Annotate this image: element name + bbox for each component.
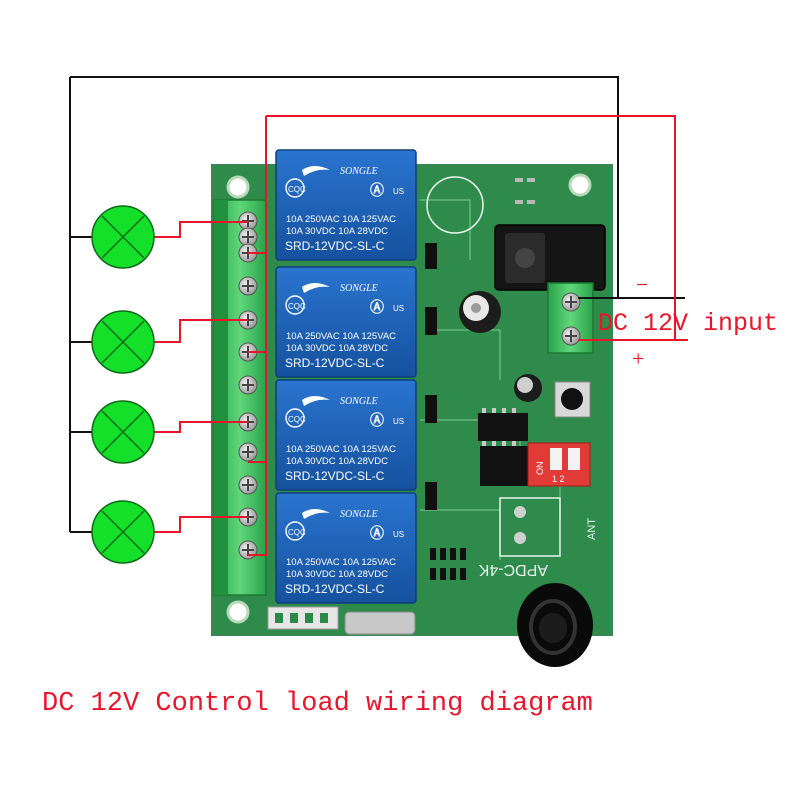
ul-logo-icon: Ⓐ xyxy=(370,412,384,428)
antenna-label: ANT xyxy=(586,518,598,540)
screw-terminal-icon[interactable] xyxy=(238,475,258,495)
lamp-x-icon xyxy=(91,400,155,464)
screw-terminal-icon[interactable] xyxy=(238,227,258,247)
lamp-group xyxy=(91,205,155,564)
output-terminal-block xyxy=(213,199,267,596)
relay-ul-mark: US xyxy=(393,530,404,539)
relay-model: SRD-12VDC-SL-C xyxy=(285,239,385,253)
negative-terminal-label: − xyxy=(636,272,649,297)
dc-jack xyxy=(494,224,606,291)
relay-cert-mark: CQC xyxy=(288,528,306,537)
relay-brand: SONGLE xyxy=(340,166,378,177)
screw-terminal-icon[interactable] xyxy=(238,442,258,462)
board-model-label: APDC-4K xyxy=(478,561,548,578)
red-wire xyxy=(154,115,688,556)
relay-ul-mark: US xyxy=(393,417,404,426)
lamp-x-icon xyxy=(91,205,155,269)
diagram-caption: DC 12V Control load wiring diagram xyxy=(42,689,593,719)
screw-terminal-icon[interactable] xyxy=(238,540,258,560)
relay-brand: SONGLE xyxy=(340,283,378,294)
dc-input-label: DC 12V input xyxy=(598,309,779,338)
relay-brand: SONGLE xyxy=(340,396,378,407)
buzzer xyxy=(426,176,484,234)
screw-terminal-icon[interactable] xyxy=(238,276,258,296)
ul-logo-icon: Ⓐ xyxy=(370,525,384,541)
smd-components xyxy=(425,243,466,580)
relay-rating-1: 10A 250VAC 10A 125VAC xyxy=(286,331,396,342)
antenna-pads: ANT APDC-4K xyxy=(478,497,598,578)
small-capacitor xyxy=(514,374,542,402)
mount-hole-bl xyxy=(226,600,250,624)
lamp-x-icon xyxy=(91,500,155,564)
relay-rating-2: 10A 30VDC 10A 28VDC xyxy=(286,226,388,237)
receiver-coil xyxy=(517,583,593,667)
screw-terminal-icon[interactable] xyxy=(238,375,258,395)
relay-model: SRD-12VDC-SL-C xyxy=(285,582,385,596)
ul-logo-icon: Ⓐ xyxy=(370,182,384,198)
dip-switch[interactable]: ON 1 2 xyxy=(527,442,591,487)
ic-chip-1 xyxy=(478,413,528,441)
relay-ul-mark: US xyxy=(393,187,404,196)
relay-cert-mark: CQC xyxy=(288,415,306,424)
mount-hole-tr xyxy=(568,173,592,197)
header-pins xyxy=(267,606,416,635)
relay-rating-1: 10A 250VAC 10A 125VAC xyxy=(286,557,396,568)
positive-terminal-label: + xyxy=(632,346,645,371)
dip-numbers: 1 2 xyxy=(552,474,565,484)
relay-cert-mark: CQC xyxy=(288,302,306,311)
black-wire xyxy=(69,76,685,533)
dip-on-label: ON xyxy=(535,462,545,476)
relay-ul-mark: US xyxy=(393,304,404,313)
relay-rating-1: 10A 250VAC 10A 125VAC xyxy=(286,444,396,455)
lamp-x-icon xyxy=(91,310,155,374)
relay-model: SRD-12VDC-SL-C xyxy=(285,469,385,483)
relay-rating-2: 10A 30VDC 10A 28VDC xyxy=(286,569,388,580)
electrolytic-capacitor xyxy=(459,291,501,333)
relay-model: SRD-12VDC-SL-C xyxy=(285,356,385,370)
relay-brand: SONGLE xyxy=(340,509,378,520)
ul-logo-icon: Ⓐ xyxy=(370,299,384,315)
power-terminal-block xyxy=(547,282,594,354)
relay-rating-2: 10A 30VDC 10A 28VDC xyxy=(286,456,388,467)
learn-button[interactable] xyxy=(554,381,591,418)
relay-rating-2: 10A 30VDC 10A 28VDC xyxy=(286,343,388,354)
relay-rating-1: 10A 250VAC 10A 125VAC xyxy=(286,214,396,225)
mount-hole-tl xyxy=(226,175,250,199)
relay-cert-mark: CQC xyxy=(288,185,306,194)
